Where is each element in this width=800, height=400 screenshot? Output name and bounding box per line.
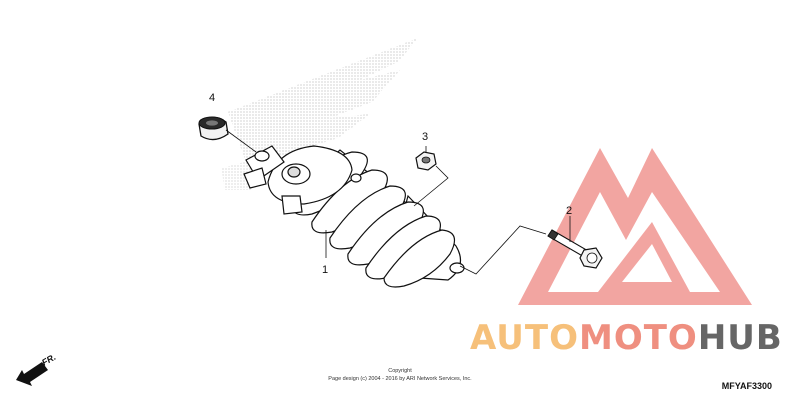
watermark-logo-icon [518, 148, 752, 305]
nut-part [415, 151, 437, 171]
copyright-line-2: Page design (c) 2004 - 2016 by ARI Netwo… [328, 376, 472, 382]
callout-cap: 4 [209, 92, 215, 104]
watermark-auto: AUTO [470, 318, 579, 358]
bolt-part [547, 229, 603, 269]
callout-nut: 3 [422, 131, 428, 143]
cap-part [198, 116, 229, 141]
cap-leader-line [225, 129, 257, 153]
callout-bolt: 2 [566, 205, 572, 217]
watermark-moto: MOTO [579, 318, 698, 358]
bolt-to-shock-line [459, 225, 547, 275]
callout-shock-absorber: 1 [322, 264, 328, 276]
watermark-text: AUTOMOTOHUB [470, 318, 783, 358]
front-direction-label: FR. [40, 352, 58, 368]
watermark-hub: HUB [698, 318, 783, 358]
nut-to-shock-line [413, 165, 449, 207]
background-wing-shading [222, 38, 418, 190]
copyright-line-1: Copyright [388, 368, 412, 374]
shock-absorber-part [243, 145, 465, 288]
front-direction-arrow-icon [16, 362, 48, 386]
diagram-code: MFYAF3300 [722, 381, 772, 391]
